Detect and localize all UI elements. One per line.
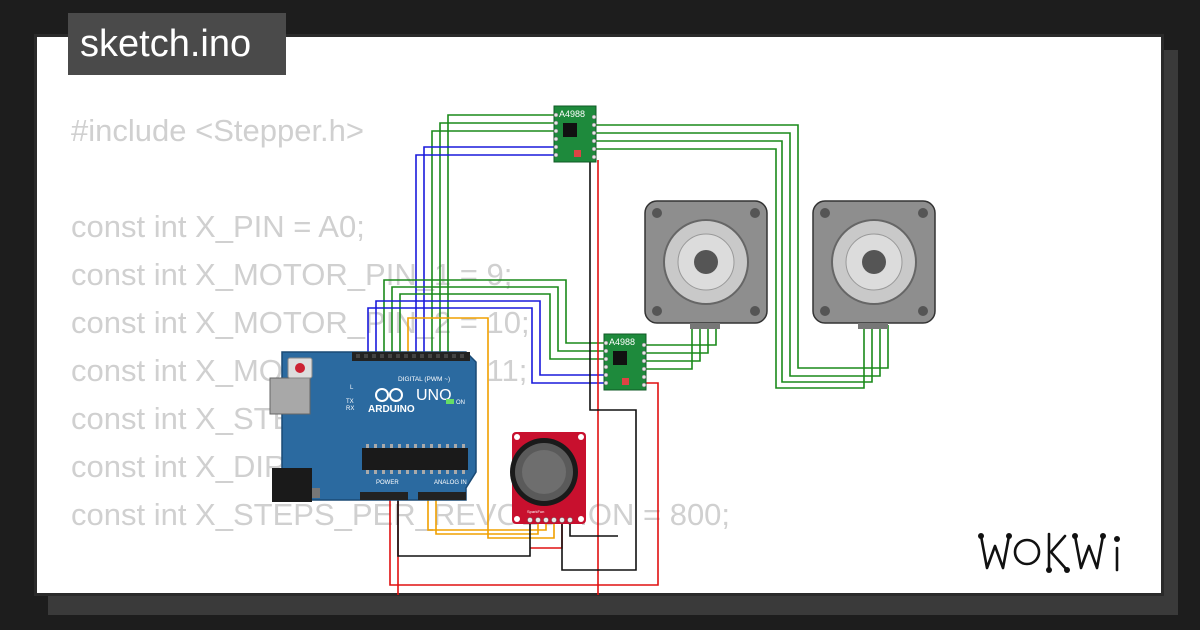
stepper-motor-left xyxy=(644,200,768,329)
wires-driver1-motor xyxy=(596,124,889,389)
power-header-label: POWER xyxy=(376,480,399,486)
digital-header-label: DIGITAL (PWM ~) xyxy=(398,376,450,383)
joystick-brand: SparkFun xyxy=(527,509,544,514)
analog-header-label: ANALOG IN xyxy=(434,480,467,486)
joystick-module: SparkFun xyxy=(510,432,586,524)
stepper-motor-right xyxy=(812,200,936,329)
led-rx-label: RX xyxy=(346,406,354,412)
usb-port xyxy=(269,377,311,415)
wires-orange xyxy=(407,317,555,539)
wires-driver1-blue xyxy=(415,146,556,357)
wires-driver2-motor xyxy=(644,325,717,370)
a4988-driver-1: A4988 xyxy=(553,105,597,163)
wires-driver2-blue xyxy=(367,300,606,384)
code-line: #include <Stepper.h> xyxy=(71,113,365,148)
atmega-chip xyxy=(362,448,468,470)
code-listing: #include <Stepper.h> const int X_PIN = A0… xyxy=(71,107,730,593)
wires-black xyxy=(397,160,637,571)
power-jack xyxy=(272,468,312,502)
code-line: const int X_PIN = A0; xyxy=(71,209,365,244)
arduino-brand: ARDUINO xyxy=(368,404,415,415)
led-tx-label: TX xyxy=(346,399,354,405)
arduino-uno: DIGITAL (PWM ~) ARDUINO UNO L TX RX ON P… xyxy=(269,351,477,502)
arduino-model: UNO xyxy=(416,387,452,404)
preview-card: #include <Stepper.h> const int X_PIN = A0… xyxy=(34,34,1164,596)
led-on-label: ON xyxy=(456,400,465,406)
sketch-title: sketch.ino xyxy=(68,13,286,75)
driver-1-label: A4988 xyxy=(559,109,585,119)
wokwi-logo xyxy=(978,532,1120,573)
driver-2-label: A4988 xyxy=(609,337,635,347)
wires-driver1-green xyxy=(431,114,556,357)
led-l-label: L xyxy=(350,385,354,391)
code-line: const int X_MOTOR_PIN_1 = 9; xyxy=(71,257,513,292)
wires-driver2-green xyxy=(383,279,606,360)
a4988-driver-2: A4988 xyxy=(603,333,647,391)
